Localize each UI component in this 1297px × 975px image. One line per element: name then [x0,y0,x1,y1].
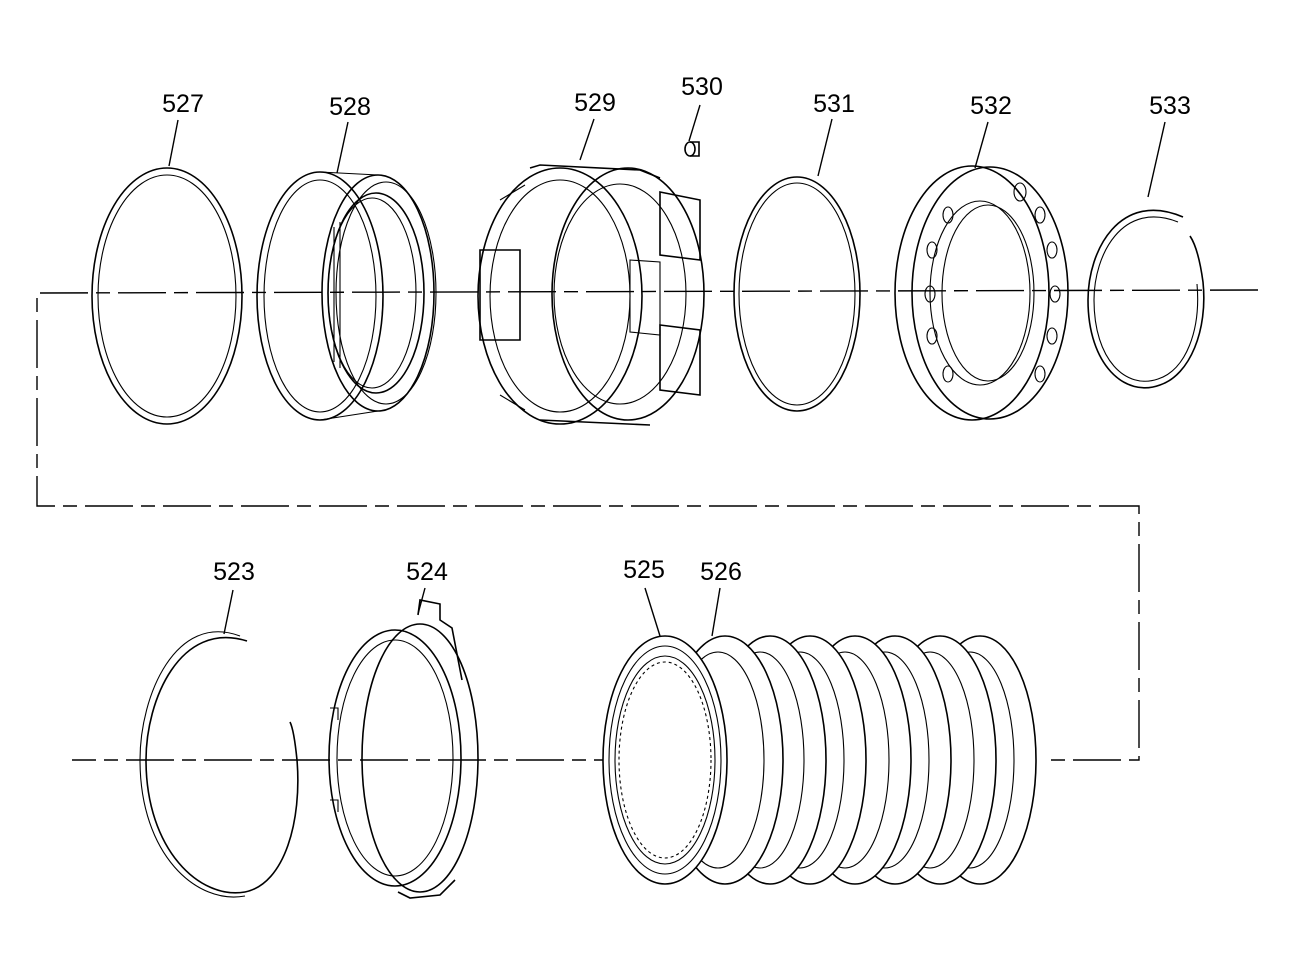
callout-529: 529 [574,89,616,117]
part-523-snap-ring [139,631,299,898]
part-530-plug [684,141,700,157]
spring-coils [924,182,1061,383]
part-532-spring-plate [894,165,1069,421]
part-533-snap-ring [1087,209,1205,389]
part-525-friction-plate [602,635,728,885]
callout-523: 523 [213,558,255,586]
callout-525: 525 [623,556,665,584]
callout-533: 533 [1149,92,1191,120]
callout-528: 528 [329,93,371,121]
leader-lines [168,104,1166,637]
callout-526: 526 [700,558,742,586]
callout-524: 524 [406,558,448,586]
part-529-housing [477,164,705,426]
callout-531: 531 [813,90,855,118]
callout-527: 527 [162,90,204,118]
clutch-pack [602,635,1037,885]
callout-labels: 527 528 529 530 531 532 533 523 524 525 … [162,73,1191,586]
part-528-piston [256,171,437,421]
callout-530: 530 [681,73,723,101]
callout-532: 532 [970,92,1012,120]
part-531-ring [733,176,861,412]
part-524-backing-plate [328,599,479,899]
part-527-ring [91,167,243,425]
